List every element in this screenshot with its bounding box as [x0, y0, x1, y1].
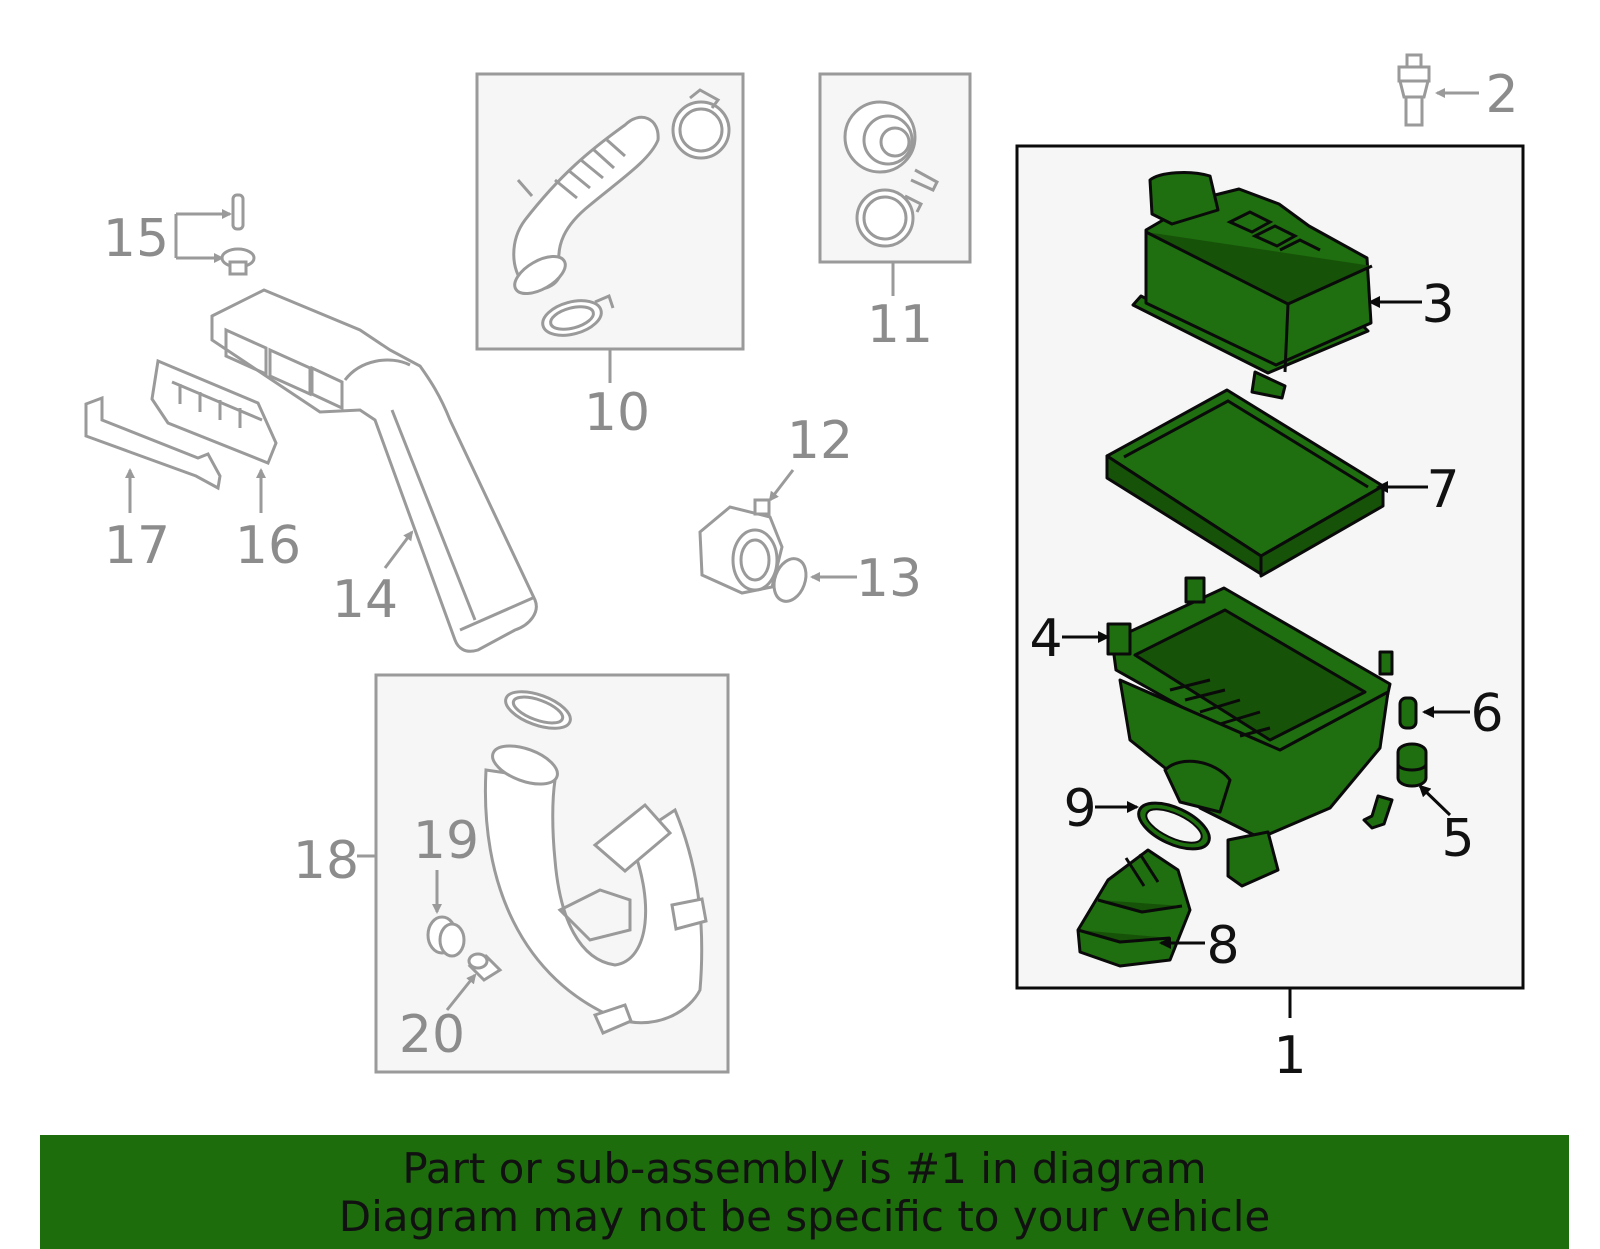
- box-part-1-air-cleaner-assembly[interactable]: 3 7 4 6: [1015, 144, 1525, 1086]
- info-banner: Part or sub-assembly is #1 in diagram Di…: [40, 1135, 1569, 1249]
- callout-2: 2: [1485, 65, 1518, 125]
- bolt-part-2[interactable]: 2: [1397, 53, 1519, 127]
- part-19-grommet[interactable]: 19: [413, 811, 479, 958]
- part-20-pin[interactable]: 20: [399, 952, 503, 1065]
- callout-11: 11: [867, 295, 933, 355]
- callout-6: 6: [1470, 684, 1503, 744]
- box-part-18[interactable]: 18 19 20: [293, 673, 730, 1074]
- part-7-filter-element[interactable]: 7: [1105, 388, 1460, 578]
- part-16-resonator[interactable]: 16: [150, 358, 301, 576]
- callout-1: 1: [1273, 1026, 1306, 1086]
- callout-4: 4: [1029, 609, 1062, 669]
- part-4-air-cleaner-housing[interactable]: 4: [1029, 576, 1394, 888]
- callout-15: 15: [103, 209, 169, 269]
- callout-19: 19: [413, 811, 479, 871]
- duct-part-18: [483, 690, 708, 1035]
- part-5-grommet[interactable]: 5: [1362, 742, 1475, 869]
- box-part-10[interactable]: 10: [475, 72, 745, 443]
- callout-17: 17: [104, 516, 170, 576]
- part-9-seal[interactable]: 9: [1063, 779, 1216, 858]
- callout-18: 18: [293, 831, 359, 891]
- part-8-intake-duct[interactable]: 8: [1076, 848, 1240, 976]
- part-12-mass-air-flow-sensor[interactable]: 12: [698, 411, 853, 595]
- callout-14: 14: [332, 570, 398, 630]
- part-3-air-cleaner-cover[interactable]: 3: [1131, 171, 1455, 400]
- callout-7: 7: [1426, 460, 1459, 520]
- callout-8: 8: [1206, 916, 1239, 976]
- part-13-o-ring[interactable]: 13: [768, 549, 922, 609]
- clamps-part-11: [843, 100, 939, 248]
- callout-16: 16: [235, 516, 301, 576]
- banner-line-2: Diagram may not be specific to your vehi…: [338, 1192, 1271, 1241]
- part-14-intake-duct[interactable]: 14: [210, 288, 538, 653]
- part-15-fasteners[interactable]: 15: [103, 193, 256, 276]
- callout-9: 9: [1063, 779, 1096, 839]
- callout-20: 20: [399, 1005, 465, 1065]
- callout-13: 13: [856, 549, 922, 609]
- callout-3: 3: [1421, 275, 1454, 335]
- callout-12: 12: [787, 411, 853, 471]
- intake-hose-part-10: [512, 88, 731, 337]
- box-part-11[interactable]: 11: [818, 72, 972, 355]
- part-17-bracket[interactable]: 17: [84, 395, 222, 576]
- callout-5: 5: [1441, 809, 1474, 869]
- banner-line-1: Part or sub-assembly is #1 in diagram: [402, 1144, 1207, 1193]
- part-6-pin[interactable]: 6: [1398, 684, 1504, 744]
- callout-10: 10: [584, 383, 650, 443]
